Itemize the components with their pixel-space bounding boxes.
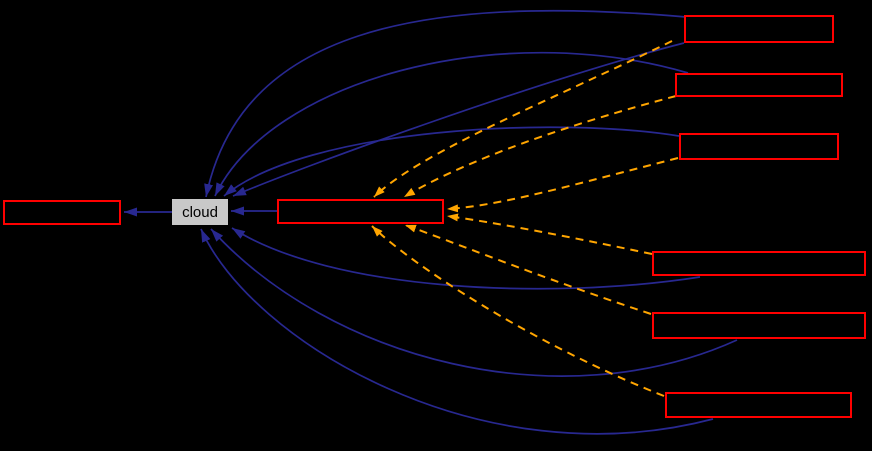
graph-node-right-box-4[interactable] [652,251,866,276]
node-label: cloud [182,203,218,221]
edge-right-box-6-to-center-box [371,225,665,397]
edge-right-box-5-to-center-box [404,224,652,315]
edge-right-box-2-to-cloud [214,51,689,197]
graph-node-left-box[interactable] [3,200,121,225]
edge-right-box-3-to-center-box [446,157,679,213]
graph-node-right-box-6[interactable] [665,392,852,418]
graph-node-center-box[interactable] [277,199,444,224]
graph-node-right-box-5[interactable] [652,312,866,339]
edge-right-box-1-to-cloud [204,9,687,198]
edge-right-box-1-to-cloud [232,42,685,197]
graph-node-right-box-1[interactable] [684,15,834,43]
edge-right-box-4-to-center-box [446,213,653,255]
edge-right-box-1-to-center-box [373,40,673,198]
edge-right-box-4-to-cloud [231,227,701,290]
graph-node-cloud: cloud [172,199,228,225]
edge-right-box-3-to-cloud [223,126,680,197]
graph-node-right-box-3[interactable] [679,133,839,160]
edge-right-box-2-to-center-box [403,95,677,198]
graph-node-right-box-2[interactable] [675,73,843,97]
edge-right-box-6-to-cloud [200,228,714,435]
